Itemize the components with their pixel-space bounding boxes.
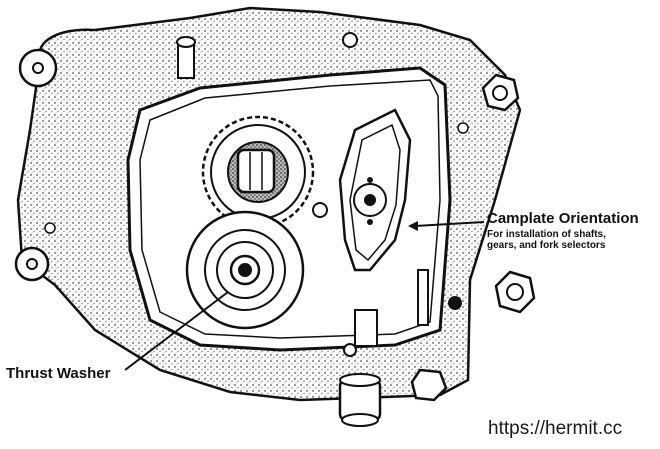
drain-plug bbox=[338, 373, 382, 427]
camplate-leader bbox=[414, 221, 485, 227]
hex-nut-upper bbox=[481, 73, 520, 112]
hex-nut-lower bbox=[494, 270, 536, 314]
camplate-note-line-2: gears, and fork selectors bbox=[487, 240, 606, 251]
camplate bbox=[338, 108, 412, 272]
camplate-orientation-note: For installation of shafts, gears, and f… bbox=[487, 229, 606, 251]
bottom-bolt bbox=[410, 368, 448, 402]
camplate-note-line-1: For installation of shafts, bbox=[487, 229, 606, 240]
thrust-washer-label: Thrust Washer bbox=[6, 365, 111, 382]
watermark-url: https://hermit.cc bbox=[488, 418, 623, 439]
camplate-orientation-label: Camplate Orientation bbox=[487, 210, 639, 227]
lower-gear bbox=[185, 210, 305, 330]
upper-gear bbox=[201, 115, 315, 229]
thrust-washer-leader bbox=[124, 291, 229, 371]
